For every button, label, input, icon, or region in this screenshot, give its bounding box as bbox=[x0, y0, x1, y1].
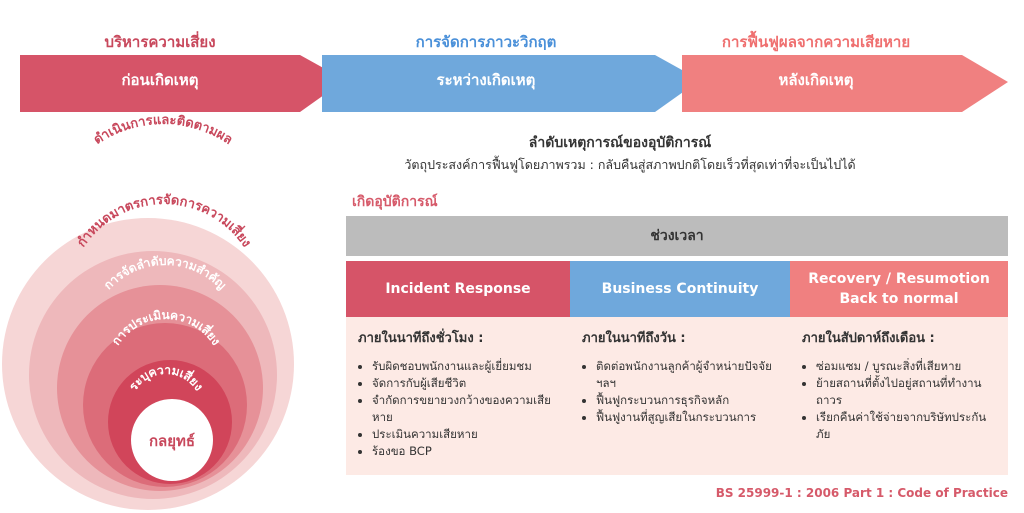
time-label: ช่วงเวลา bbox=[650, 228, 704, 244]
incident-label: เกิดอุบัติการณ์ bbox=[352, 194, 438, 210]
phase-arrows bbox=[20, 55, 1008, 112]
column-header-incident-response: Incident Response bbox=[346, 261, 570, 317]
list-item: ย้ายสถานที่ตั้งไปอยู่สถานที่ทำงานถาวร bbox=[816, 375, 998, 409]
arrow-before bbox=[20, 55, 345, 112]
risk-management-circles: ดำเนินการและติดตามผล กำหนดมาตรการจัดการค… bbox=[2, 113, 294, 510]
arrow-after bbox=[682, 55, 1008, 112]
column-header-recovery: Recovery / Resumotion Back to normal bbox=[790, 261, 1008, 317]
list-item: ร้องขอ BCP bbox=[372, 443, 560, 460]
list-item: ประเมินความเสียหาย bbox=[372, 426, 560, 443]
column-header-recovery-line2: Back to normal bbox=[839, 291, 959, 307]
column-body-business-continuity: ภายในนาทีถึงวัน : ติดต่อพนักงานลูกค้าผู้… bbox=[570, 317, 790, 475]
list-item: ฟื้นฟูกระบวนการธุรกิจหลัก bbox=[596, 392, 780, 409]
list-item: จำกัดการขยายวงกว้างของความเสียหาย bbox=[372, 392, 560, 426]
column-heading: ภายในนาทีถึงวัน : bbox=[582, 331, 686, 346]
phase-inner-before: ก่อนเกิดเหตุ bbox=[121, 71, 199, 89]
list-item: ติดต่อพนักงานลูกค้าผู้จำหน่ายปัจจัย ฯลฯ bbox=[596, 358, 780, 392]
column-header-business-continuity: Business Continuity bbox=[570, 261, 790, 317]
list-item: รับผิดชอบพนักงานและผู้เยี่ยมชม bbox=[372, 358, 560, 375]
phase-inner-after: หลังเกิดเหตุ bbox=[778, 71, 854, 89]
list-item: จัดการกับผู้เสียชีวิต bbox=[372, 375, 560, 392]
circle-center-label: กลยุทธ์ bbox=[149, 432, 195, 451]
column-heading: ภายในสัปดาห์ถึงเดือน : bbox=[802, 331, 935, 346]
circle-center bbox=[131, 399, 213, 481]
time-bar: ช่วงเวลา bbox=[346, 216, 1008, 256]
arrow-during bbox=[322, 55, 700, 112]
phase-label-crisis-management: การจัดการภาวะวิกฤต bbox=[415, 33, 557, 51]
column-body-incident-response: ภายในนาทีถึงชั่วโมง : รับผิดชอบพนักงานแล… bbox=[346, 317, 570, 475]
column-body-recovery: ภายในสัปดาห์ถึงเดือน : ซ่อมแซม / บูรณะสิ… bbox=[790, 317, 1008, 475]
column-header-recovery-line1: Recovery / Resumotion bbox=[808, 271, 990, 287]
list-item: ซ่อมแซม / บูรณะสิ่งที่เสียหาย bbox=[816, 358, 998, 375]
sequence-title: ลำดับเหตุการณ์ของอุบัติการณ์ bbox=[528, 135, 712, 151]
source-citation: BS 25999-1 : 2006 Part 1 : Code of Pract… bbox=[715, 486, 1008, 500]
phase-label-risk-management: บริหารความเสี่ยง bbox=[104, 33, 216, 51]
list-item: ฟื้นฟูงานที่สูญเสียในกระบวนการ bbox=[596, 409, 780, 426]
sequence-subtitle: วัตถุประสงค์การฟื้นฟูโดยภาพรวม : กลับคืน… bbox=[404, 157, 856, 172]
circle-label-1: ดำเนินการและติดตามผล bbox=[91, 113, 235, 148]
column-heading: ภายในนาทีถึงชั่วโมง : bbox=[358, 331, 484, 346]
phase-label-recovery: การฟื้นฟูผลจากความเสียหาย bbox=[721, 33, 911, 51]
list-item: เรียกคืนค่าใช้จ่ายจากบริษัทประกันภัย bbox=[816, 409, 998, 443]
phase-inner-during: ระหว่างเกิดเหตุ bbox=[436, 71, 536, 89]
